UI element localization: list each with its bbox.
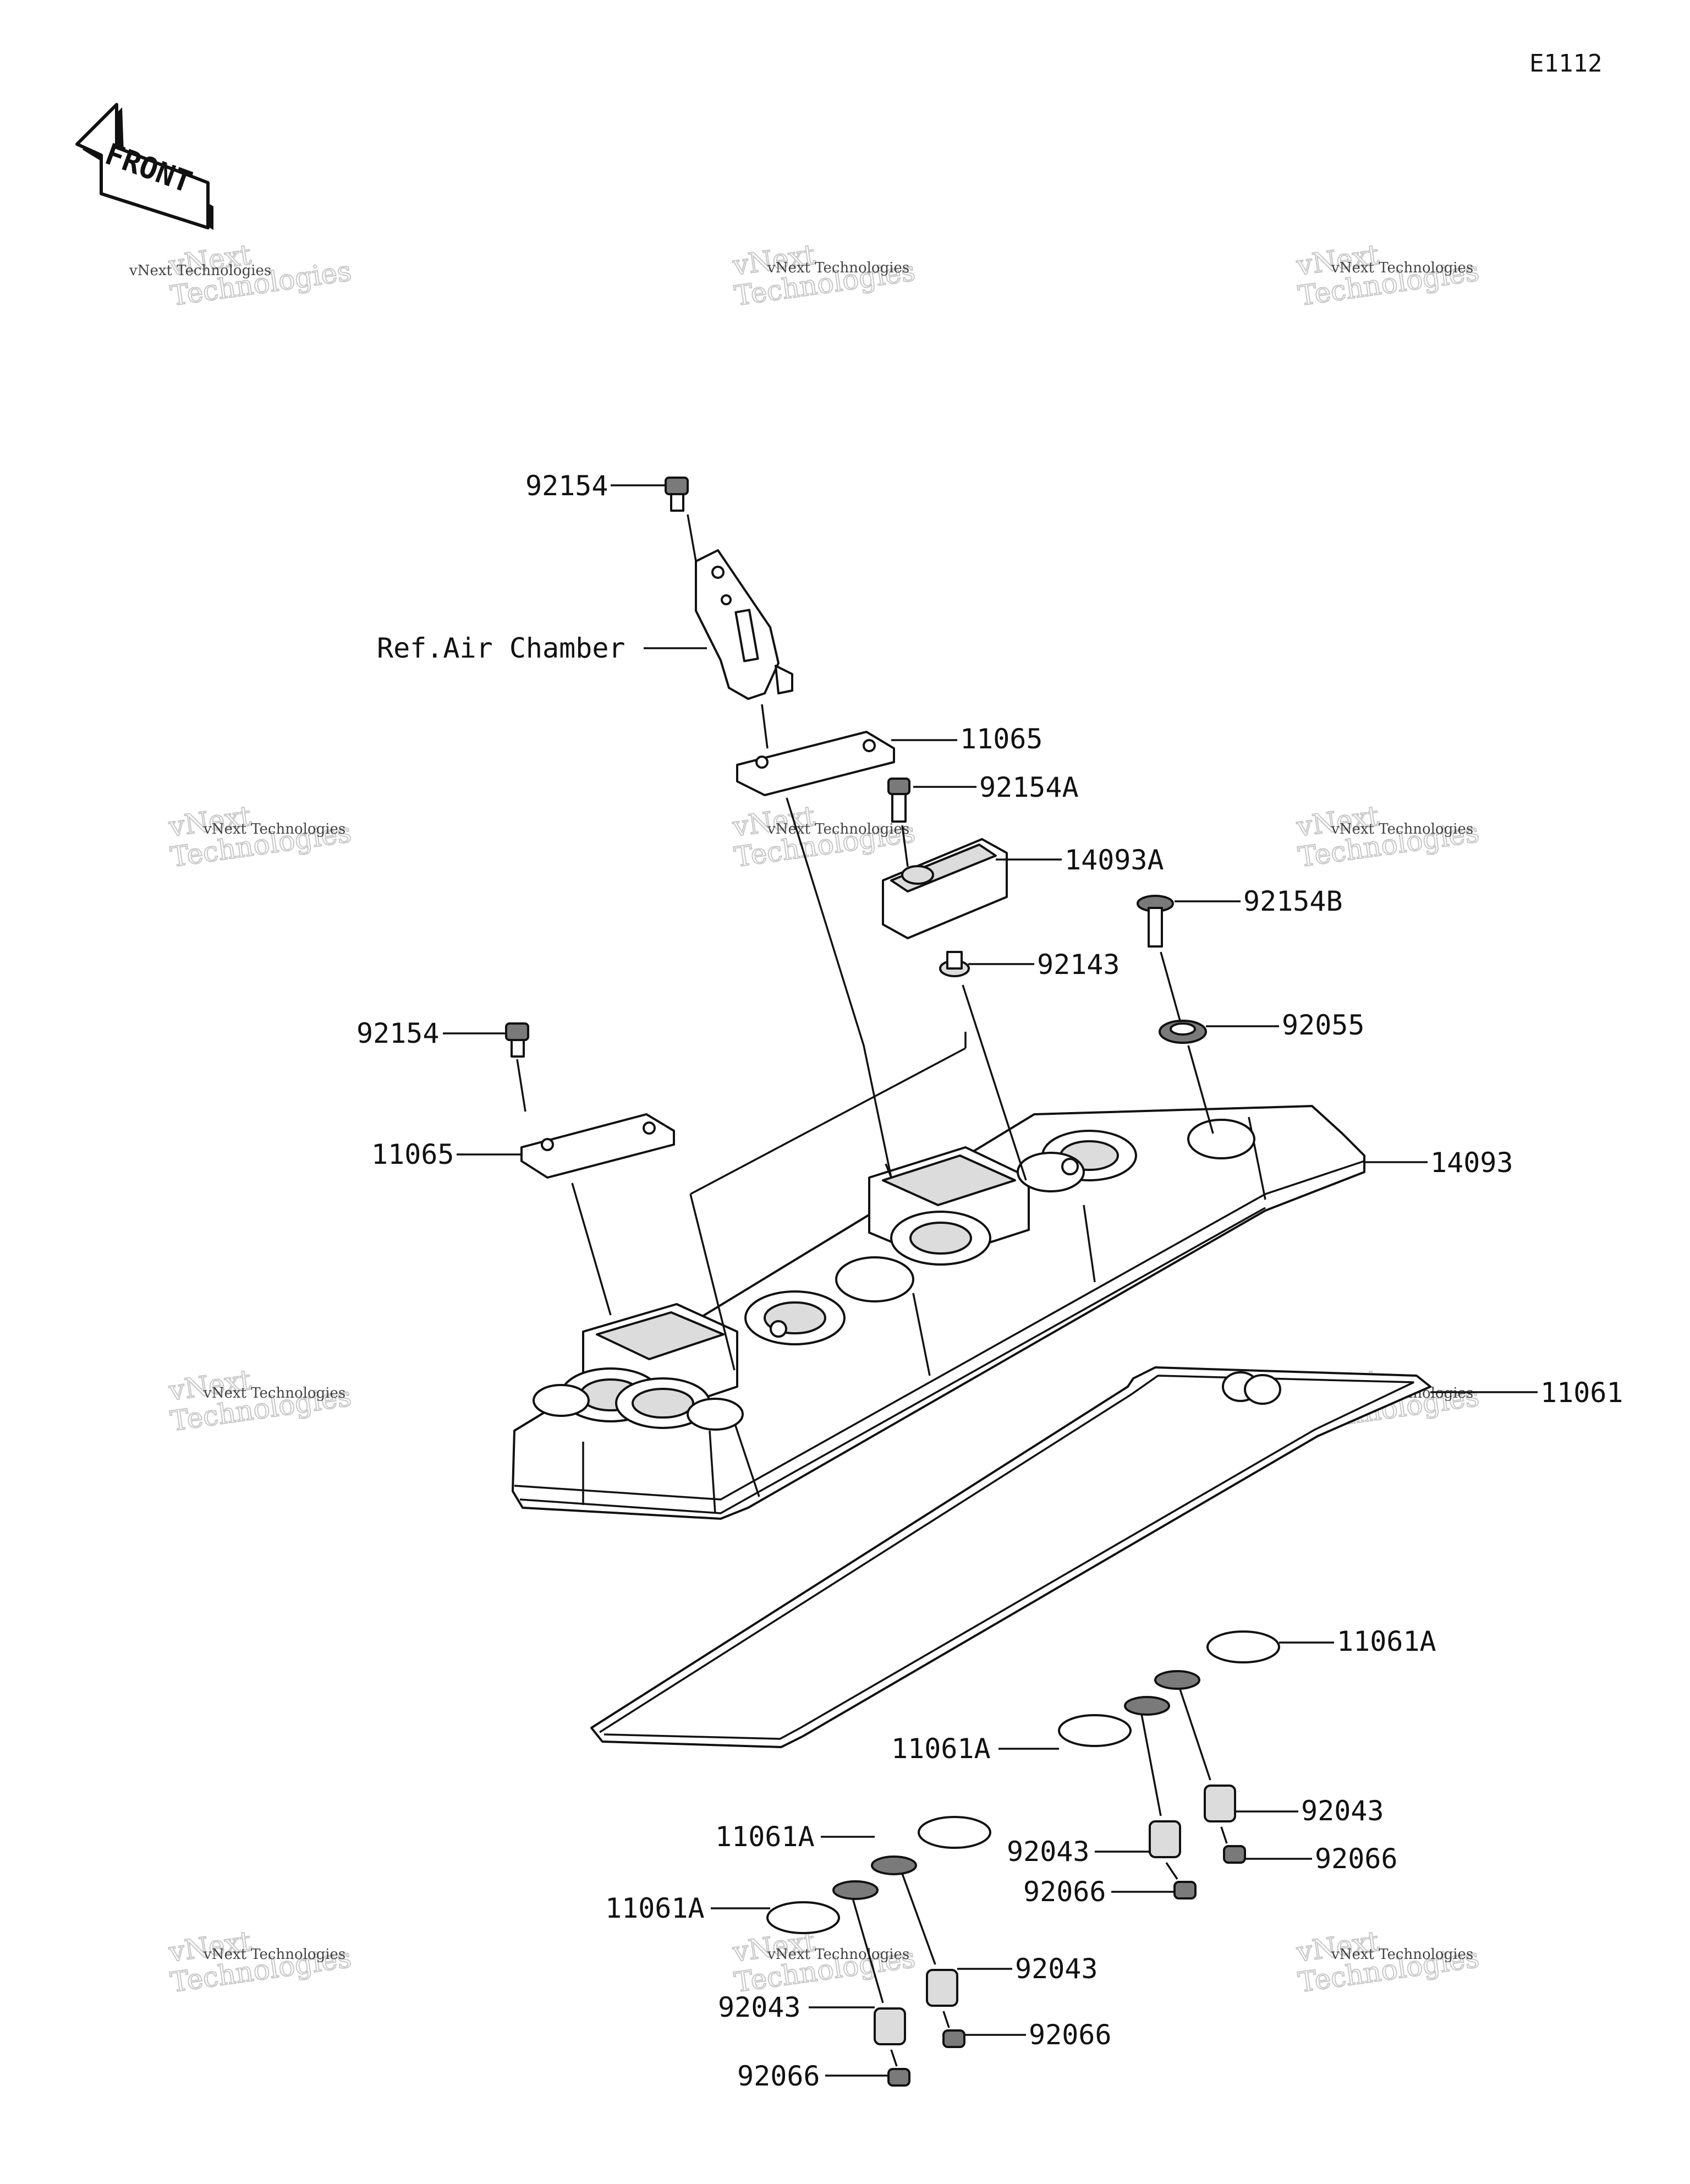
svg-text:92143: 92143	[1037, 949, 1120, 981]
svg-text:14093: 14093	[1430, 1147, 1513, 1179]
svg-text:vNext Technologies: vNext Technologies	[129, 262, 271, 279]
watermark: vNext Technologies vNext Technologies	[166, 800, 354, 874]
svg-text:vNext Technologies: vNext Technologies	[767, 1946, 909, 1963]
cap-92066-r1[interactable]	[1223, 1845, 1246, 1864]
callout-11061A-r2[interactable]: 11061A	[891, 1733, 1059, 1765]
svg-text:92154: 92154	[356, 1017, 440, 1049]
washer-92143[interactable]	[939, 951, 970, 977]
callout-11061[interactable]: 11061	[1430, 1377, 1623, 1409]
svg-text:92043: 92043	[718, 1991, 801, 2023]
callout-92066-l1[interactable]: 92066	[964, 2019, 1112, 2051]
air-chamber-bracket	[695, 549, 793, 700]
watermark: vNext Technologies vNext Technologies	[730, 1925, 918, 1999]
callout-11065-top[interactable]: 11065	[891, 723, 1043, 755]
callout-92154-left[interactable]: 92154	[356, 1017, 506, 1049]
callout-92043-l1[interactable]: 92043	[957, 1953, 1098, 1985]
seal-11061A-r1[interactable]	[1154, 1630, 1280, 1690]
svg-text:vNext Technologies: vNext Technologies	[1331, 1946, 1473, 1963]
svg-text:vNext Technologies: vNext Technologies	[1331, 821, 1473, 838]
cover-14093A[interactable]	[882, 838, 1008, 939]
svg-text:vNext Technologies: vNext Technologies	[767, 821, 909, 838]
callout-92043-r1[interactable]: 92043	[1235, 1795, 1384, 1827]
callout-14093[interactable]: 14093	[1364, 1147, 1513, 1179]
alignment-lines	[516, 514, 1228, 2067]
front-arrow-icon: FRONT	[75, 103, 213, 230]
collar-92043-r2[interactable]	[1149, 1820, 1181, 1858]
svg-text:vNext Technologies: vNext Technologies	[1331, 260, 1473, 276]
svg-text:92154A: 92154A	[979, 771, 1079, 803]
callouts: 92154 Ref.Air Chamber 11065 92154A 14093…	[356, 470, 1623, 2092]
callout-92154-top[interactable]: 92154	[525, 470, 666, 502]
svg-text:14093A: 14093A	[1065, 844, 1164, 876]
svg-text:92066: 92066	[1029, 2019, 1112, 2051]
svg-text:11061A: 11061A	[1337, 1625, 1436, 1657]
callout-ref-air-chamber[interactable]: Ref.Air Chamber	[377, 632, 707, 664]
cap-92066-r2[interactable]	[1173, 1881, 1197, 1900]
svg-text:92066: 92066	[737, 2060, 820, 2092]
seal-11061A-l1[interactable]	[871, 1816, 991, 1875]
bolt-92154A[interactable]	[887, 778, 910, 823]
callout-92043-r2[interactable]: 92043	[1007, 1836, 1150, 1868]
callout-92143[interactable]: 92143	[968, 949, 1120, 981]
svg-text:11065: 11065	[371, 1138, 454, 1170]
svg-text:92043: 92043	[1007, 1836, 1090, 1868]
callout-11061A-l1[interactable]: 11061A	[715, 1821, 875, 1853]
callout-92055[interactable]: 92055	[1206, 1009, 1365, 1041]
callout-92154A[interactable]: 92154A	[913, 771, 1079, 803]
callout-92066-r2[interactable]: 92066	[1023, 1876, 1175, 1908]
svg-text:11061A: 11061A	[605, 1892, 705, 1924]
callout-14093A[interactable]: 14093A	[996, 844, 1164, 876]
callout-92154B[interactable]: 92154B	[1175, 885, 1343, 917]
bolt-92154-top[interactable]	[665, 477, 689, 512]
seal-11061A-l2[interactable]	[766, 1880, 879, 1934]
svg-text:11061: 11061	[1540, 1377, 1623, 1409]
svg-text:11061A: 11061A	[715, 1821, 815, 1853]
collar-92043-l2[interactable]	[874, 2007, 906, 2045]
svg-text:92066: 92066	[1023, 1876, 1106, 1908]
svg-text:vNext Technologies: vNext Technologies	[203, 821, 345, 838]
plate-11065-left[interactable]	[520, 1113, 675, 1179]
plate-11065-top[interactable]	[736, 731, 895, 796]
watermark: vNext Technologies vNext Technologies	[1294, 238, 1482, 313]
svg-text:92066: 92066	[1315, 1843, 1398, 1875]
head-cover-gasket[interactable]	[590, 1366, 1431, 1748]
svg-text:vNext Technologies: vNext Technologies	[767, 260, 909, 276]
svg-text:92055: 92055	[1282, 1009, 1365, 1041]
grommet-92055[interactable]	[1159, 1020, 1207, 1044]
cap-92066-l2[interactable]	[887, 2068, 910, 2087]
svg-text:92154: 92154	[525, 470, 608, 502]
watermark: vNext Technologies vNext Technologies	[730, 800, 918, 874]
callout-11061A-r1[interactable]: 11061A	[1279, 1625, 1436, 1657]
collar-92043-r1[interactable]	[1204, 1785, 1236, 1822]
bolt-92154B[interactable]	[1137, 895, 1174, 948]
svg-text:11065: 11065	[960, 723, 1043, 755]
svg-text:92043: 92043	[1301, 1795, 1384, 1827]
watermark: vNext Technologies vNext Technologies	[166, 1364, 354, 1438]
bolt-92154-left[interactable]	[505, 1022, 529, 1058]
callout-11061A-l2[interactable]: 11061A	[605, 1892, 770, 1924]
callout-92066-r1[interactable]: 92066	[1245, 1843, 1398, 1875]
svg-text:92043: 92043	[1015, 1953, 1098, 1985]
seal-11061A-r2[interactable]	[1058, 1696, 1170, 1747]
callout-92066-l2[interactable]: 92066	[737, 2060, 888, 2092]
watermark: vNext Technologies vNext Technologies	[1294, 1925, 1482, 1999]
watermark: vNext Technologies vNext Technologies	[166, 1925, 354, 1999]
cap-92066-l1[interactable]	[942, 2029, 965, 2048]
svg-text:vNext Technologies: vNext Technologies	[203, 1946, 345, 1963]
svg-text:vNext Technologies: vNext Technologies	[203, 1385, 345, 1402]
svg-text:92154B: 92154B	[1243, 885, 1343, 917]
watermark: vNext Technologies vNext Technologies	[1294, 800, 1482, 874]
collar-92043-l1[interactable]	[926, 1969, 958, 2007]
svg-text:Ref.Air Chamber: Ref.Air Chamber	[377, 632, 625, 664]
svg-text:11061A: 11061A	[891, 1733, 991, 1765]
watermark: vNext Technologies vNext Technologies	[730, 238, 918, 313]
callout-92043-l2[interactable]: 92043	[718, 1991, 875, 2023]
cylinder-head-cover[interactable]	[512, 1105, 1365, 1520]
watermark: vNext Technologies vNext Technologies	[129, 238, 354, 313]
callout-11065-left[interactable]: 11065	[371, 1138, 523, 1170]
diagram-code: E1112	[1529, 50, 1602, 78]
